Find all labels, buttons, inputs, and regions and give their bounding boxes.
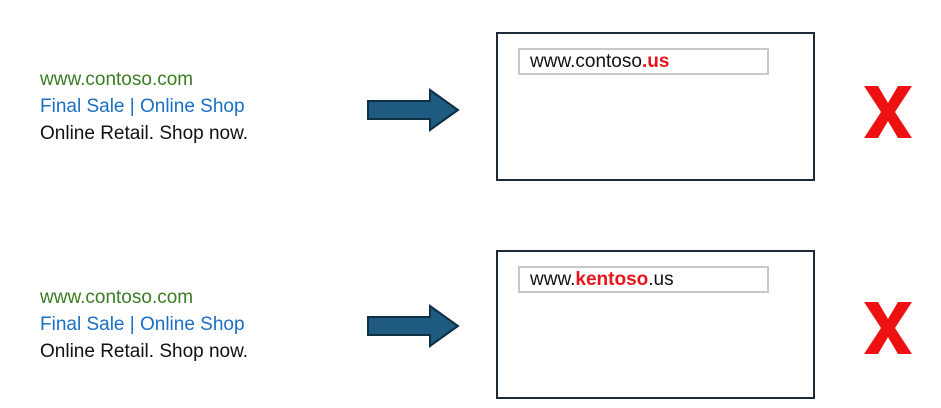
- x-mark-icon: [864, 86, 912, 138]
- ad-headline: Final Sale | Online Shop: [40, 96, 245, 117]
- x-mark-icon: [864, 302, 912, 354]
- address-suffix: .us: [648, 269, 674, 290]
- search-ad-1: www.contoso.com Final Sale | Online Shop…: [40, 66, 248, 147]
- address-highlight: .us: [641, 51, 670, 72]
- address-bar[interactable]: www.contoso.us: [518, 48, 769, 75]
- address-prefix: www.: [530, 269, 576, 290]
- right-arrow-icon: [367, 88, 460, 132]
- ad-display-url: www.contoso.com: [40, 287, 194, 308]
- address-prefix: www.contoso: [530, 51, 642, 72]
- ad-description: Online Retail. Shop now.: [40, 123, 249, 144]
- ad-description: Online Retail. Shop now.: [40, 341, 249, 362]
- ad-headline: Final Sale | Online Shop: [40, 314, 245, 335]
- ad-display-url: www.contoso.com: [40, 69, 194, 90]
- right-arrow-icon: [367, 304, 460, 348]
- address-highlight: kentoso: [575, 269, 649, 290]
- browser-window-2: www.kentoso.us: [496, 250, 815, 399]
- search-ad-2: www.contoso.com Final Sale | Online Shop…: [40, 284, 248, 365]
- browser-window-1: www.contoso.us: [496, 32, 815, 181]
- address-bar[interactable]: www.kentoso.us: [518, 266, 769, 293]
